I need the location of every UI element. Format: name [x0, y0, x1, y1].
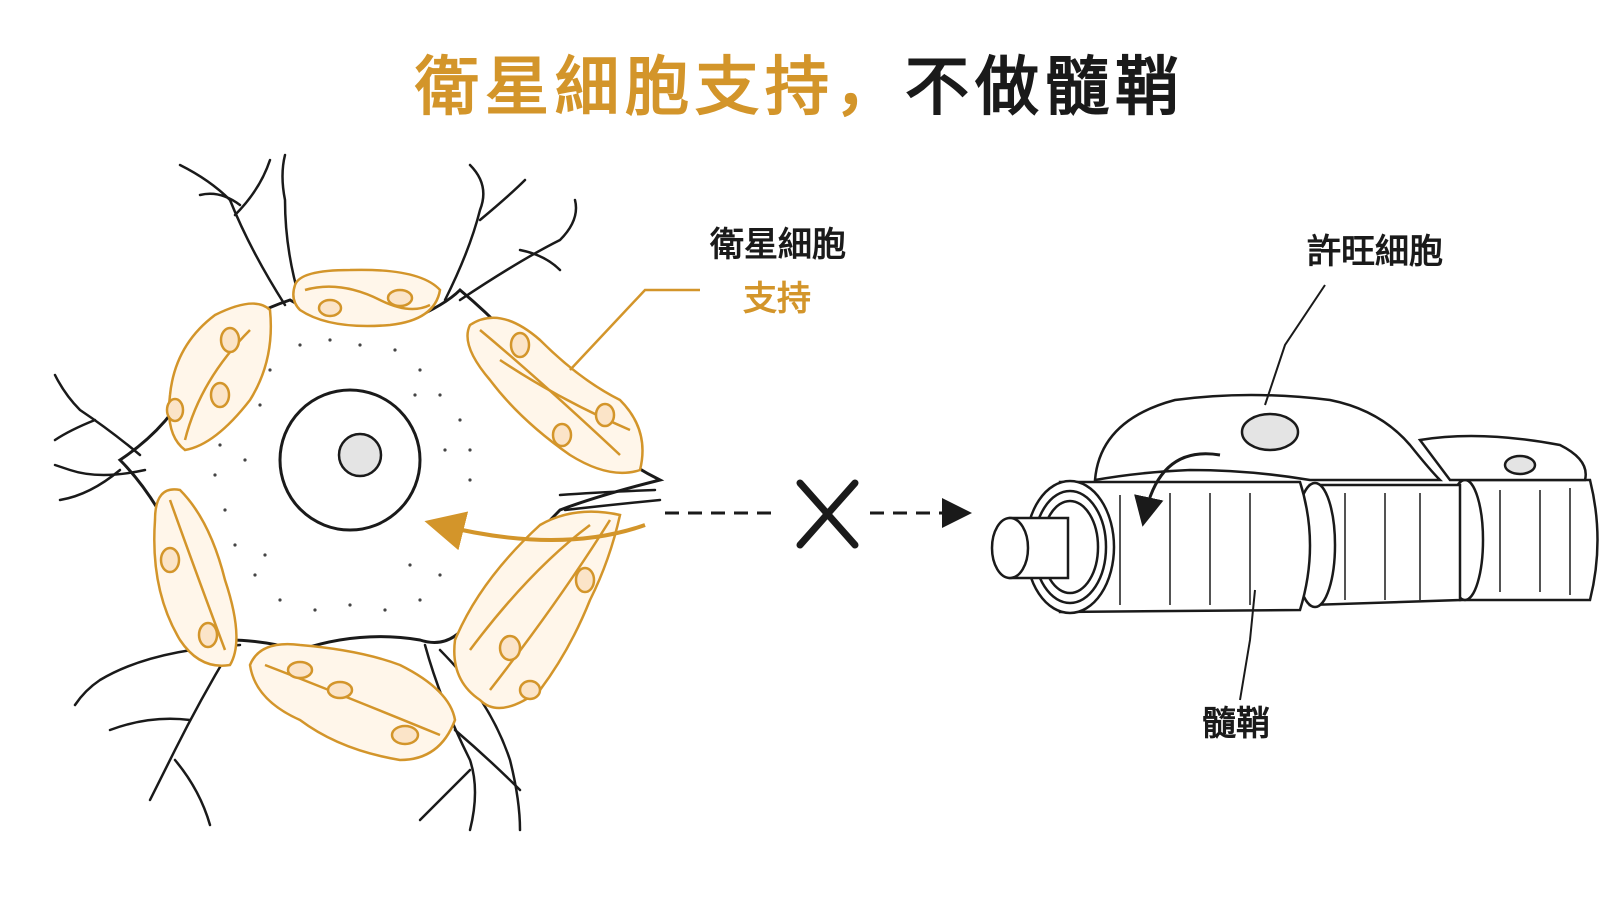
myelin-leader-line [1239, 589, 1256, 701]
nucleolus [337, 432, 383, 478]
satellite-cell-right-lower [453, 510, 622, 710]
label-support: 支持 [743, 279, 811, 319]
satellite-cell-top-left [165, 302, 273, 452]
dendrites [53, 153, 662, 832]
myelinated-axon [990, 478, 1599, 615]
satellite-cell-bottom [248, 642, 457, 762]
satellite-cell-right-upper [466, 316, 644, 475]
support-arrow [424, 511, 646, 551]
schwann-cell [1093, 393, 1587, 482]
title-dark: 不做髓鞘 [905, 51, 1185, 125]
satellite-leader-line [569, 288, 700, 371]
wrap-arrow [1134, 452, 1221, 527]
label-myelin: 髓鞘 [1202, 704, 1270, 744]
satellite-cell-top [292, 268, 442, 328]
label-schwann-cell: 許旺細胞 [1307, 232, 1443, 272]
satellite-cells [153, 268, 644, 762]
schwann-leader-line [1264, 284, 1326, 406]
page-title: 衛星細胞支持，不做髓鞘 [0, 36, 1600, 128]
label-satellite-cell: 衛星細胞 [709, 225, 846, 265]
satellite-cell-left [153, 488, 238, 667]
title-accent: 衛星細胞支持， [415, 51, 905, 125]
x-mark-icon [796, 479, 859, 549]
